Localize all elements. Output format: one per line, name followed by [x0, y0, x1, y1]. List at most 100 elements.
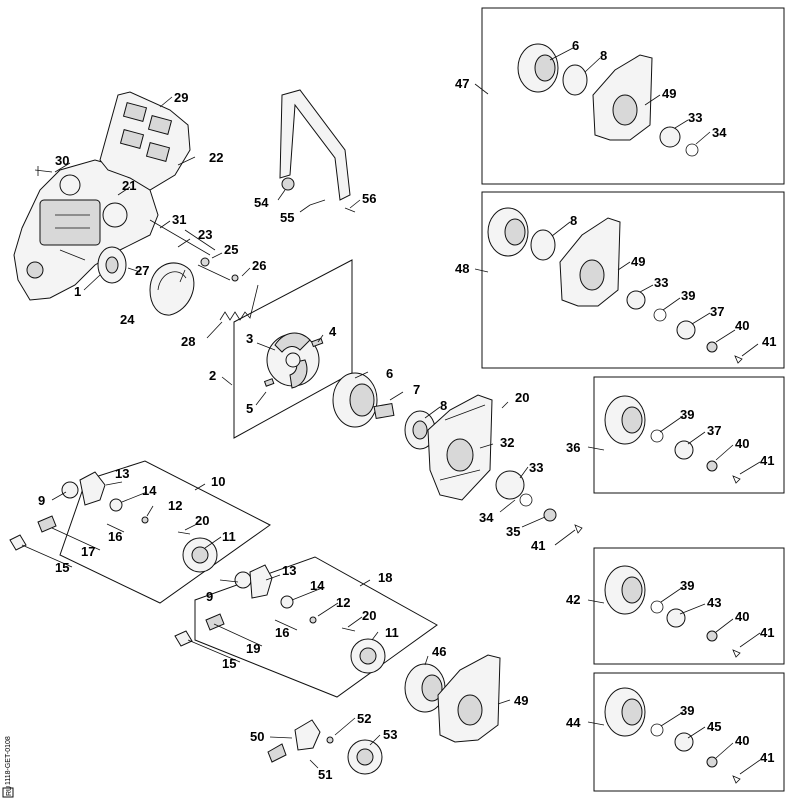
label-23: 23	[198, 227, 212, 242]
brake-band-part	[149, 262, 195, 316]
label-51: 51	[318, 767, 332, 782]
label-39-kit48: 39	[681, 288, 695, 303]
label-33-kit47: 33	[688, 110, 702, 125]
frame-kit-42	[593, 547, 785, 665]
label-40-kit44: 40	[735, 733, 749, 748]
label-10: 10	[211, 474, 225, 489]
label-49-kit47: 49	[662, 86, 676, 101]
label-33-kit48: 33	[654, 275, 668, 290]
label-41-kit36: 41	[760, 453, 774, 468]
label-37-kit36: 37	[707, 423, 721, 438]
label-24: 24	[120, 312, 135, 327]
frame-kit-48	[481, 191, 785, 369]
oil-pump-18-parts	[174, 564, 386, 674]
label-2: 2	[209, 368, 216, 383]
label-14-b: 14	[310, 578, 325, 593]
label-36: 36	[566, 440, 580, 455]
part-labels: 1 2 3 4 5 6 6 7 8 8 8 9 9 10 11 11 12 12…	[38, 38, 776, 782]
label-35: 35	[506, 524, 520, 539]
label-30: 30	[55, 153, 69, 168]
clutch-part	[263, 332, 324, 389]
label-8-kit48: 8	[570, 213, 577, 228]
kit-44-parts	[604, 687, 741, 784]
clutch-drum-center-part	[332, 372, 436, 450]
front-handle-part	[279, 89, 351, 201]
crankcase-part	[13, 159, 159, 301]
label-53: 53	[383, 727, 397, 742]
frame-kit-36	[593, 376, 785, 494]
label-20-c: 20	[515, 390, 529, 405]
label-8-center: 8	[440, 398, 447, 413]
rim-center-part	[495, 470, 525, 500]
label-40-kit36: 40	[735, 436, 749, 451]
label-1: 1	[74, 284, 81, 299]
label-4: 4	[329, 324, 337, 339]
label-27: 27	[135, 263, 149, 278]
label-41-kit42: 41	[760, 625, 774, 640]
label-41-kit48: 41	[762, 334, 776, 349]
label-11-b: 11	[385, 625, 399, 640]
label-49-bottom: 49	[514, 693, 528, 708]
label-49-kit48: 49	[631, 254, 645, 269]
sprocket-cover-center-part	[427, 394, 493, 501]
label-31: 31	[172, 212, 186, 227]
label-48: 48	[455, 261, 469, 276]
label-6-kit47: 6	[572, 38, 579, 53]
label-40-kit48: 40	[735, 318, 749, 333]
label-44: 44	[566, 715, 581, 730]
hand-guard-part	[99, 91, 191, 191]
label-45: 45	[707, 719, 721, 734]
label-46: 46	[432, 644, 446, 659]
frame-oilpump-18	[194, 556, 438, 698]
label-3: 3	[246, 331, 253, 346]
label-16-a: 16	[108, 529, 122, 544]
brake-spring-part	[219, 284, 259, 321]
oil-pump-10-parts	[9, 471, 218, 573]
label-15-a: 15	[55, 560, 69, 575]
label-42: 42	[566, 592, 580, 607]
label-33-center: 33	[529, 460, 543, 475]
bottom-center-parts	[267, 654, 501, 775]
label-19: 19	[246, 641, 260, 656]
label-20-b: 20	[362, 608, 376, 623]
label-26: 26	[252, 258, 266, 273]
label-11-a: 11	[222, 529, 236, 544]
label-15-b: 15	[222, 656, 236, 671]
label-34-center: 34	[479, 510, 494, 525]
label-39-kit36: 39	[680, 407, 694, 422]
label-6-center: 6	[386, 366, 393, 381]
label-39-kit44: 39	[680, 703, 694, 718]
kit-42-parts	[604, 565, 741, 658]
label-28: 28	[181, 334, 195, 349]
label-12-b: 12	[336, 595, 350, 610]
label-12-a: 12	[168, 498, 182, 513]
label-50: 50	[250, 729, 264, 744]
label-39-kit42: 39	[680, 578, 694, 593]
label-56: 56	[362, 191, 376, 206]
label-14-a: 14	[142, 483, 157, 498]
label-41-center: 41	[531, 538, 545, 553]
label-37-kit48: 37	[710, 304, 724, 319]
label-17: 17	[81, 544, 95, 559]
label-54: 54	[254, 195, 269, 210]
label-52: 52	[357, 711, 371, 726]
label-43: 43	[707, 595, 721, 610]
label-29: 29	[174, 90, 188, 105]
leader-lines	[21, 47, 761, 775]
label-34-kit47: 34	[712, 125, 727, 140]
label-8-kit47: 8	[600, 48, 607, 63]
label-16-b: 16	[275, 625, 289, 640]
label-20-a: 20	[195, 513, 209, 528]
label-9-a: 9	[38, 493, 45, 508]
label-32: 32	[500, 435, 514, 450]
label-13-b: 13	[282, 563, 296, 578]
label-7: 7	[413, 382, 420, 397]
kit-47-parts	[517, 43, 699, 157]
label-40-kit42: 40	[735, 609, 749, 624]
kit-48-parts	[487, 207, 743, 364]
label-9-b: 9	[206, 589, 213, 604]
label-25: 25	[224, 242, 238, 257]
label-55: 55	[280, 210, 294, 225]
